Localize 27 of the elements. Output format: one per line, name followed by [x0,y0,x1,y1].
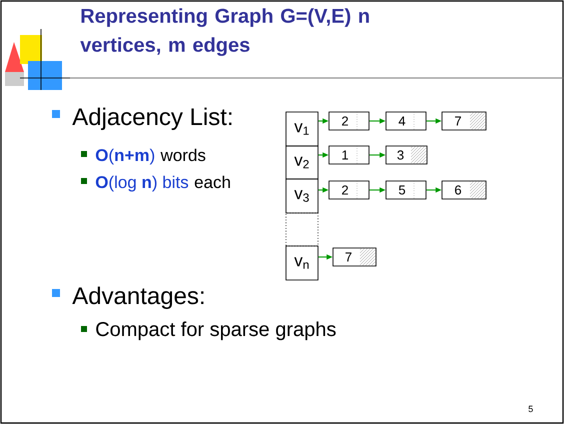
bullet-text: words [160,148,206,162]
bullet-text: Compact for sparse graphs [96,322,336,340]
list-cell: 7 [346,252,352,262]
list-cell [332,248,376,266]
bullet-text: each [194,176,230,188]
bullet-text: O(n+m) [96,148,154,165]
list-cell: 4 [386,112,426,130]
vertex-box: v$_{n}$ [286,246,318,280]
list-cell [442,112,486,130]
list-cell: 2 [328,112,370,130]
heading: Advantages: [72,286,204,309]
list-cell: 3 [397,150,404,160]
heading: Adjacency List: [72,108,232,130]
vertex-box: v$_{3}$ [286,178,318,214]
placeholder-box [286,212,318,246]
vertex-box: v$_{2}$ [286,146,318,180]
list-cell: 1 [328,146,370,164]
list-cell [442,180,486,200]
page-number: 5 [528,406,533,412]
slide-title: Representing Graph G=(V,E) n vertices, m edges [80,8,369,56]
list-cell: 6 [455,185,462,195]
vertex-box: v$_{1}$ [286,112,318,146]
list-cell: 5 [386,180,426,200]
list-cell: 2 [328,180,370,200]
bullet-text: O(log n) bits [96,176,188,192]
list-cell [386,146,428,164]
list-cell: 7 [455,116,461,126]
